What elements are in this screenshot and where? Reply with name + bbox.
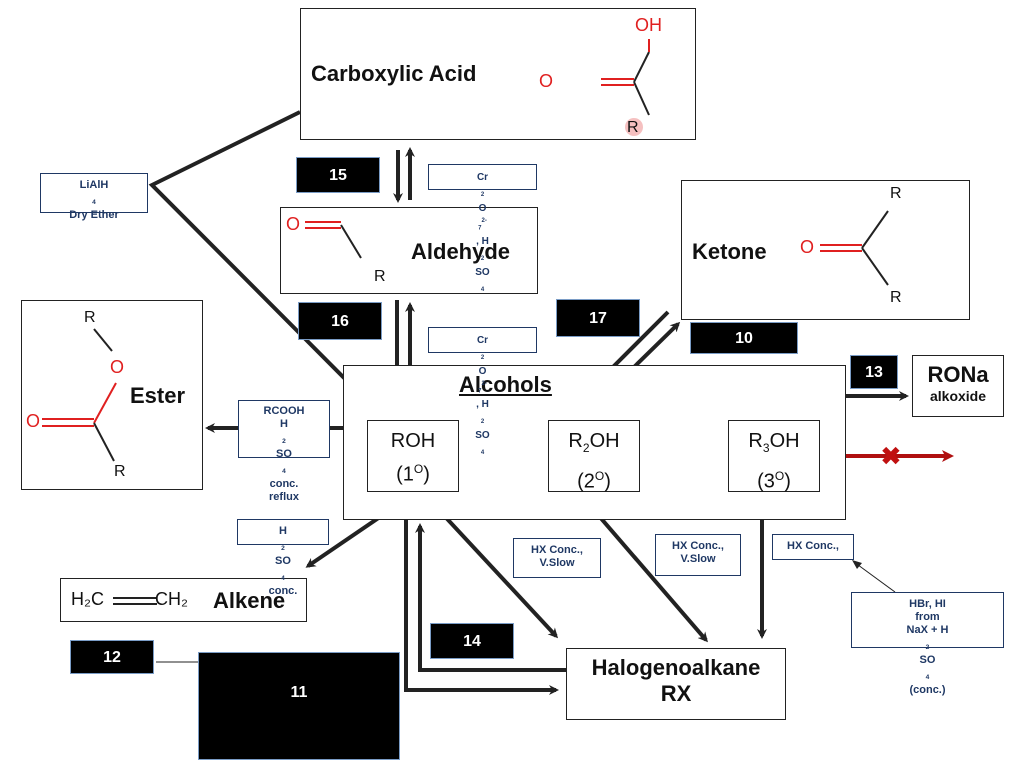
arrow-primary-down-to-rx [404,520,559,695]
condition-hx-tertiary: HX Conc., [772,534,854,560]
alkoxide-box: RONa alkoxide [912,355,1004,417]
blank-11[interactable]: 11 [198,652,400,760]
ketone-box: Ketone O R R [681,180,970,320]
aldehyde-r-label: R [374,268,386,285]
carboxylic-acid-box: Carboxylic Acid OH O R [300,8,696,140]
ester-o-ring-label: O [110,357,125,377]
alkene-title: Alkene [213,588,286,613]
blank-17[interactable]: 17 [556,299,640,337]
alcohols-title: Alcohols [459,372,552,397]
carboxylic-acid-structure [601,39,650,136]
alkene-formula-left: H₂C [71,589,104,609]
blank-15[interactable]: 15 [296,157,380,193]
secondary-alcohol-formula: R2OH [568,430,620,455]
halogenoalkane-box: Halogenoalkane RX [566,648,786,720]
halogenoalkane-subtitle: RX [660,681,692,706]
blank-16[interactable]: 16 [298,302,382,340]
ester-title: Ester [130,383,186,408]
aldehyde-box: O R Aldehyde [280,207,538,294]
condition-hx-slow-primary: HX Conc., V.Slow [513,538,601,578]
ketone-r2-label: R [890,289,902,306]
carboxylic-acid-title: Carboxylic Acid [311,61,477,86]
ketone-r1-label: R [890,185,902,202]
ester-o-double-label: O [26,411,41,431]
alkoxide-title: RONa [927,362,989,387]
blank-12[interactable]: 12 [70,640,154,674]
halogenoalkane-title: Halogenoalkane [591,655,761,680]
ketone-structure [820,210,889,286]
cross-icon: ✖ [880,442,902,472]
tertiary-alcohol-formula: R3OH [748,430,800,455]
alkoxide-subtitle: alkoxide [929,388,987,404]
tertiary-alcohol-box: R3OH (3O) [728,420,820,493]
acid-r-label: R [627,119,639,136]
ester-r1-label: R [84,309,96,326]
alkene-double-bond [113,597,157,605]
tertiary-alcohol-degree: (3O) [757,469,791,493]
alkene-formula-right: CH₂ [155,589,188,609]
blank-14[interactable]: 14 [430,623,514,659]
ketone-o-label: O [800,237,815,257]
acid-o-label: O [539,71,554,91]
ester-box: R O O R Ester [21,300,203,490]
aldehyde-o-label: O [286,214,301,234]
aldehyde-structure [305,221,362,259]
ester-r2-label: R [114,463,126,480]
arrow-rx-to-primary [415,523,566,672]
alkene-box: H₂C CH₂ Alkene [60,578,307,622]
pointer-hbr [853,561,896,593]
primary-alcohol-box: ROH (1O) [367,420,459,492]
ester-structure [42,328,117,462]
acid-oh-label: OH [635,15,662,35]
primary-alcohol-formula: ROH [390,430,436,452]
secondary-alcohol-box: R2OH (2O) [548,420,640,493]
blank-10[interactable]: 10 [690,322,798,354]
condition-hx-slow-secondary: HX Conc., V.Slow [655,534,741,576]
ketone-title: Ketone [692,239,767,264]
secondary-alcohol-degree: (2O) [577,469,611,493]
primary-alcohol-degree: (1O) [396,462,430,486]
aldehyde-title: Aldehyde [411,239,511,264]
blank-13[interactable]: 13 [850,355,898,389]
